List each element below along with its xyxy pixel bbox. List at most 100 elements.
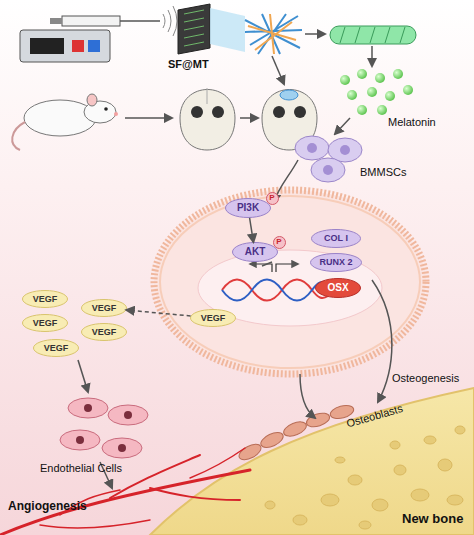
syringe-pump	[30, 38, 64, 54]
bone	[293, 515, 307, 525]
bone	[265, 501, 275, 509]
melatonin-molecules	[357, 105, 367, 115]
text-label: Endothelial Cells	[40, 462, 122, 474]
osteoblast-cells	[305, 411, 332, 430]
phospho-mark: P	[266, 192, 279, 205]
skull-with-implant	[273, 106, 285, 118]
process-arrow	[371, 46, 373, 66]
stem-cells	[311, 158, 345, 182]
cell	[160, 196, 420, 368]
bone	[455, 426, 465, 434]
skull-with-implant	[280, 90, 298, 100]
vegf-pill: VEGF	[81, 323, 127, 341]
connector-group	[126, 310, 190, 316]
melatonin-molecules	[377, 105, 387, 115]
connector-arrow	[250, 218, 254, 242]
endothelial-cells	[102, 438, 142, 458]
endothelial-cells	[76, 436, 84, 444]
vegf-pill: VEGF	[33, 339, 79, 357]
node-ellipse	[23, 315, 68, 332]
bone	[150, 388, 474, 535]
node-text: VEGF	[22, 290, 68, 308]
collector-plate	[184, 10, 204, 46]
text-label: BMMSCs	[360, 166, 406, 178]
rat	[24, 100, 96, 136]
collector-plate	[210, 8, 245, 52]
protein-pill: COL I	[311, 229, 361, 248]
node-ellipse	[82, 324, 127, 341]
osteogenesis-arrow	[300, 374, 315, 418]
osteoblast-cells	[237, 403, 356, 463]
blood-vessels	[190, 448, 245, 478]
bone	[359, 521, 371, 529]
blood-vessels	[40, 520, 150, 528]
osteoblast-cells	[259, 429, 286, 450]
blood-vessels	[150, 488, 240, 500]
stem-cells	[307, 143, 317, 153]
cell	[154, 190, 426, 374]
protein-pill: PI3K	[225, 198, 271, 218]
node-ellipse	[316, 279, 361, 298]
text-label: Osteogenesis	[392, 372, 459, 384]
endothelial-cells	[108, 405, 148, 425]
stem-cells	[295, 136, 329, 160]
node-ellipse	[312, 229, 361, 247]
node-ellipse	[266, 192, 278, 204]
bone	[411, 489, 429, 501]
skull	[180, 88, 235, 150]
syringe-pump	[120, 20, 160, 22]
melatonin-molecules	[375, 73, 385, 83]
node-ellipse	[34, 340, 79, 357]
rat	[104, 107, 108, 111]
node-text: VEGF	[81, 323, 127, 341]
blood-vessels	[0, 448, 250, 535]
cell	[154, 190, 426, 374]
bone	[335, 457, 345, 463]
node-text: VEGF	[190, 309, 236, 327]
bone	[394, 465, 406, 475]
rat	[12, 94, 118, 150]
process-arrow	[305, 33, 325, 35]
node-ellipse	[82, 300, 127, 317]
bone	[321, 494, 339, 506]
syringe-pump	[88, 40, 100, 52]
melatonin-molecules	[340, 69, 413, 115]
nucleus	[222, 280, 328, 301]
skull	[191, 106, 203, 118]
stem-cells	[323, 165, 333, 175]
process-arrow	[272, 56, 284, 84]
stem-cells	[295, 136, 362, 182]
nucleus	[276, 264, 298, 272]
node-text: VEGF	[33, 339, 79, 357]
bone	[424, 436, 436, 444]
rat	[114, 112, 118, 116]
fiber-tube	[330, 26, 416, 44]
skull-with-implant	[294, 106, 306, 118]
nucleus	[250, 264, 272, 272]
process-arrow	[125, 117, 172, 119]
bone	[348, 475, 362, 485]
melatonin-molecules	[367, 87, 377, 97]
node-text: OSX	[315, 278, 361, 298]
node-text: AKT	[232, 242, 278, 262]
rat	[87, 94, 97, 106]
syringe-pump	[62, 16, 120, 26]
syringe-pump	[20, 30, 110, 62]
vegf-pill: VEGF	[22, 290, 68, 308]
node-ellipse	[273, 236, 285, 248]
vegf-pill: VEGF	[190, 309, 236, 327]
blood-vessels	[110, 455, 200, 498]
node-ellipse	[311, 253, 362, 271]
stem-cells	[340, 145, 350, 155]
collector-plate	[178, 4, 210, 54]
melatonin-molecules	[403, 85, 413, 95]
melatonin-molecules	[385, 91, 395, 101]
node-ellipse	[191, 310, 236, 327]
collector-plate	[178, 4, 245, 54]
connector-arrow	[126, 310, 190, 316]
text-label: Angiogenesis	[8, 500, 87, 513]
skull	[212, 106, 224, 118]
